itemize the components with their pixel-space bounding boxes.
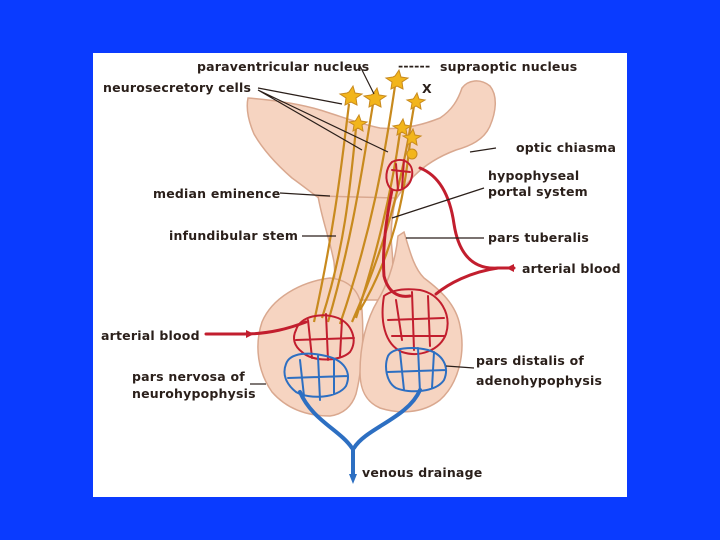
leader-paraventricular <box>359 65 375 95</box>
anterior-venous-plexus <box>385 347 447 393</box>
label-neurosecretory-cells: neurosecretory cells <box>103 80 251 95</box>
label-paraventricular-nucleus: paraventricular nucleus <box>197 59 369 74</box>
label-pars-nervosa-line1: pars nervosa of <box>132 369 245 384</box>
label-pars-nervosa-line2: neurohypophysis <box>132 386 256 401</box>
axon <box>326 103 375 323</box>
superior-hypophyseal-artery <box>418 166 500 270</box>
label-median-eminence: median eminence <box>153 186 280 201</box>
label-arterial-blood-right: arterial blood <box>522 261 621 276</box>
neurons <box>312 68 427 325</box>
label-arterial-blood-left: arterial blood <box>101 328 200 343</box>
neurosecretory-cell <box>384 68 410 90</box>
arrow-venous <box>349 474 357 484</box>
arrow-arterial-left <box>246 330 254 338</box>
neurosecretory-cell <box>338 84 364 106</box>
portal-system-vessels <box>204 158 516 361</box>
venous-vessels <box>283 347 447 484</box>
axon <box>320 127 358 319</box>
leader-lines <box>250 65 497 385</box>
label-pars-distalis-line1: pars distalis of <box>476 353 584 368</box>
posterior-capillary-plexus <box>293 313 355 361</box>
secondary-capillary-plexus <box>381 288 449 355</box>
label-infundibular-stem: infundibular stem <box>169 228 298 243</box>
label-pars-distalis-line2: adenohypophysis <box>476 373 602 388</box>
venous-trunk <box>298 388 422 480</box>
label-pars-tuberalis: pars tuberalis <box>488 230 589 245</box>
label-portal-system-line2: portal system <box>488 184 588 199</box>
neurosecretory-cell <box>347 113 369 132</box>
label-optic-chiasma: optic chiasma <box>516 140 616 155</box>
inferior-hypophyseal-artery <box>204 320 308 336</box>
x-marker: X <box>422 81 432 96</box>
label-portal-system-line1: hypophyseal <box>488 168 579 183</box>
neurosecretory-cell <box>391 117 413 136</box>
leader-pars-distalis <box>445 365 475 369</box>
axon <box>354 131 402 319</box>
primary-capillary-plexus <box>385 158 414 192</box>
portal-vein <box>381 188 412 298</box>
labels: paraventricular nucleus ------ supraopti… <box>101 58 621 480</box>
leader-neurosecretory-cells <box>257 87 389 153</box>
label-supraoptic-nucleus: supraoptic nucleus <box>440 59 577 74</box>
leader-portal-system <box>391 187 485 219</box>
neurosecretory-cell <box>362 86 388 108</box>
neurosecretory-cell <box>405 91 427 110</box>
axon <box>338 85 397 325</box>
inferior-artery-right <box>434 266 500 296</box>
axon <box>312 103 351 323</box>
dash-marker: ------ <box>398 58 430 73</box>
posterior-venous-plexus <box>283 352 349 401</box>
label-venous-drainage: venous drainage <box>362 465 482 480</box>
leader-optic-chiasma <box>469 147 497 153</box>
neurosecretory-cell <box>401 127 423 146</box>
leader-median-eminence <box>279 192 331 197</box>
neurosecretory-terminal <box>406 148 418 160</box>
